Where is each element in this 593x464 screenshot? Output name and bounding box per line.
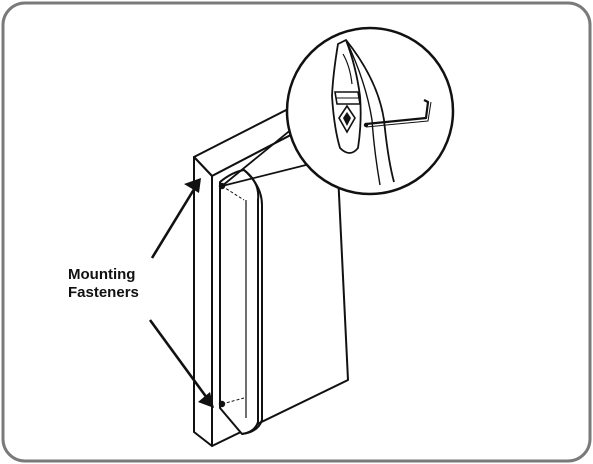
fastener-guide-upper (221, 185, 245, 201)
mounted-device (219, 169, 260, 435)
fastener-guide-lower (221, 397, 245, 405)
wall-panel-side (193, 156, 213, 447)
zoom-connector-lower (221, 161, 319, 187)
mounting-clip-icon (331, 39, 395, 186)
callout-label-line1: Mounting (68, 266, 136, 283)
callout-label-line2: Fasteners (68, 284, 139, 301)
callout-arrow-lower (148, 319, 214, 408)
hex-key-icon (363, 99, 432, 128)
mounting-fasteners-label: Mounting Fasteners (68, 266, 178, 302)
device-front-edge (241, 169, 263, 435)
zoom-connector-upper (221, 123, 299, 187)
callout-arrow-upper (150, 178, 201, 259)
